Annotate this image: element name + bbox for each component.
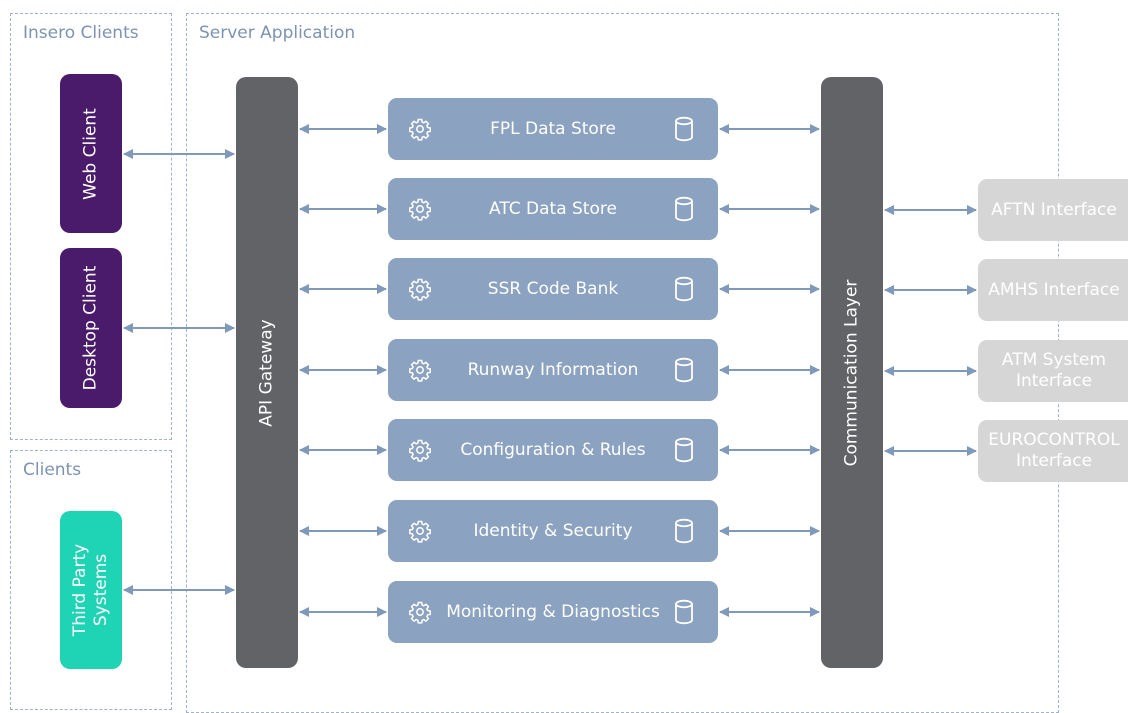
interface-label: AMHS Interface — [988, 279, 1120, 300]
service-label: ATC Data Store — [489, 199, 617, 219]
web-client-box: Web Client — [60, 74, 122, 233]
interface-label: ATM System Interface — [1001, 350, 1107, 391]
gear-icon — [408, 117, 432, 141]
server-application-label: Server Application — [199, 23, 356, 43]
interface-box: AMHS Interface — [978, 259, 1128, 321]
database-icon — [674, 196, 694, 222]
service-box: Identity & Security — [388, 500, 718, 562]
communication-layer-box: Communication Layer — [821, 77, 883, 668]
interface-box: ATM System Interface — [978, 340, 1128, 402]
service-box: Runway Information — [388, 339, 718, 401]
insero-clients-label: Insero Clients — [23, 23, 139, 43]
third-party-systems-label: Third Party Systems — [70, 543, 111, 637]
service-label: FPL Data Store — [490, 119, 616, 139]
interface-label: AFTN Interface — [991, 199, 1117, 220]
gear-icon — [408, 519, 432, 543]
service-label: Identity & Security — [473, 521, 633, 541]
web-client-label: Web Client — [80, 107, 101, 200]
gear-icon — [408, 277, 432, 301]
gear-icon — [408, 600, 432, 624]
service-box: Configuration & Rules — [388, 419, 718, 481]
database-icon — [674, 276, 694, 302]
communication-layer-label: Communication Layer — [841, 279, 862, 466]
service-label: SSR Code Bank — [487, 279, 619, 299]
service-label: Configuration & Rules — [460, 440, 646, 460]
connection-arrows — [123, 124, 977, 617]
interface-label: EUROCONTROL Interface — [988, 430, 1120, 471]
service-box: FPL Data Store — [388, 98, 718, 160]
third-party-systems-box: Third Party Systems — [60, 511, 122, 669]
service-label: Runway Information — [467, 360, 639, 380]
desktop-client-box: Desktop Client — [60, 248, 122, 408]
gear-icon — [408, 438, 432, 462]
database-icon — [674, 437, 694, 463]
service-label: Monitoring & Diagnostics — [446, 602, 660, 622]
gear-icon — [408, 197, 432, 221]
api-gateway-label: API Gateway — [256, 318, 277, 427]
database-icon — [674, 518, 694, 544]
insero-clients-group — [10, 13, 172, 440]
gear-icon — [408, 358, 432, 382]
desktop-client-label: Desktop Client — [80, 265, 101, 391]
clients-label: Clients — [23, 460, 82, 480]
database-icon — [674, 116, 694, 142]
interface-box: AFTN Interface — [978, 179, 1128, 241]
interface-box: EUROCONTROL Interface — [978, 420, 1128, 482]
database-icon — [674, 599, 694, 625]
service-box: SSR Code Bank — [388, 258, 718, 320]
database-icon — [674, 357, 694, 383]
service-box: ATC Data Store — [388, 178, 718, 240]
service-box: Monitoring & Diagnostics — [388, 581, 718, 643]
api-gateway-box: API Gateway — [236, 77, 298, 668]
